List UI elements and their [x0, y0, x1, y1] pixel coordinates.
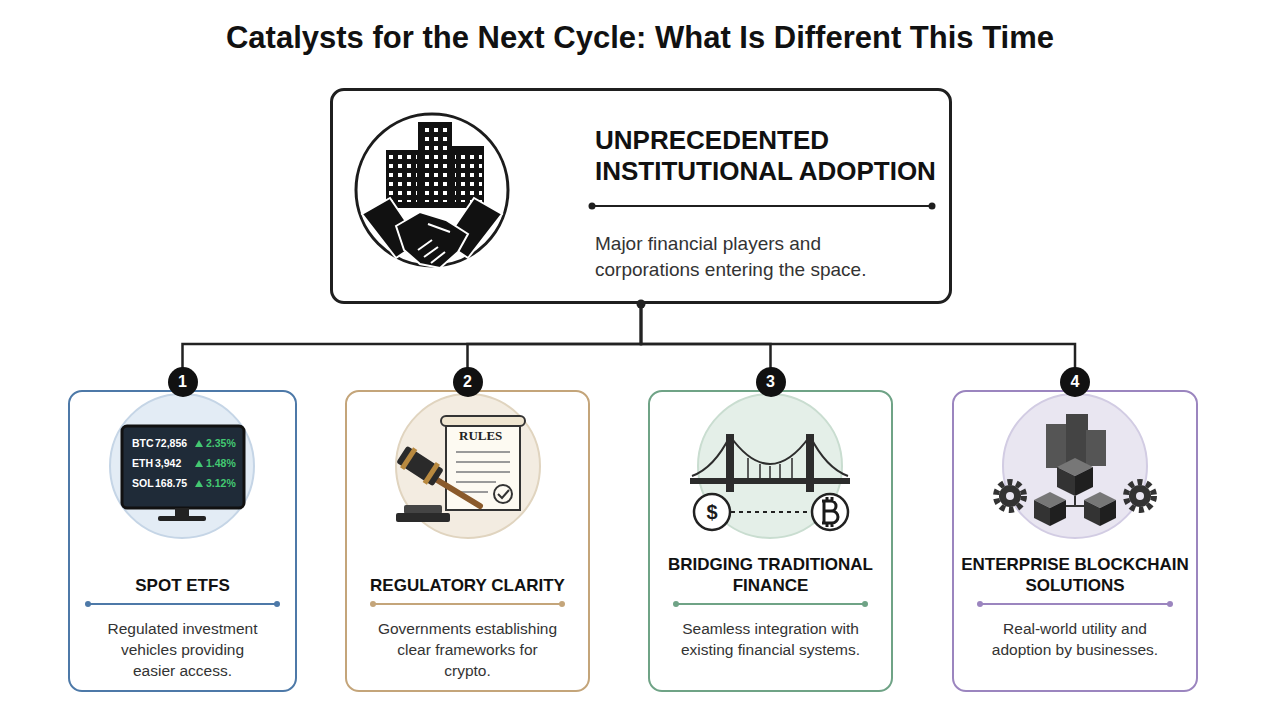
- ticker-change: 3.12%: [206, 477, 236, 489]
- cube-link: [1066, 496, 1084, 506]
- divider-dot: [589, 203, 596, 210]
- building: [418, 122, 452, 208]
- gear-hole: [1006, 492, 1014, 500]
- gavel-head-body: [396, 446, 444, 487]
- check-mark: [498, 490, 509, 498]
- card-heading: REGULATORY CLARITY: [350, 575, 586, 596]
- bitcoin-symbol: [822, 497, 838, 527]
- connector: [183, 304, 642, 390]
- cube-face: [1034, 500, 1050, 526]
- connector: [641, 304, 1075, 390]
- up-arrow: [195, 480, 203, 487]
- icon-circle: [396, 394, 540, 538]
- cube-face: [1050, 500, 1066, 526]
- monitor: [122, 426, 244, 508]
- card-description: Regulated investment vehicles providing …: [100, 618, 265, 681]
- sound-block: [396, 513, 450, 522]
- card-heading: SPOT ETFS: [65, 575, 301, 596]
- building-windows: [421, 126, 449, 202]
- icon-circle: [110, 394, 254, 538]
- building: [452, 146, 484, 208]
- gavel-band: [423, 462, 440, 485]
- divider-line: [980, 603, 1170, 605]
- dashed-link: [731, 511, 811, 513]
- ticker-price: 3,942: [155, 457, 181, 469]
- regulation-icon: [395, 394, 540, 538]
- coin: [694, 494, 730, 530]
- divider-dot: [1167, 601, 1173, 607]
- icon-circle: [1003, 394, 1147, 538]
- cube-face: [1057, 467, 1075, 496]
- callout-number: 2: [453, 367, 483, 397]
- monitor-stand: [175, 508, 189, 517]
- bridge-deck: [690, 478, 850, 484]
- building: [1066, 414, 1088, 466]
- divider-dot: [977, 601, 983, 607]
- ticker-change: 1.48%: [206, 457, 236, 469]
- check-circle: [494, 485, 512, 503]
- callout-number: 1: [168, 367, 198, 397]
- bridge-hangers: [748, 458, 792, 478]
- gavel-head: [395, 444, 445, 488]
- connector: [641, 304, 771, 390]
- handshake: [396, 212, 468, 268]
- ticker-icon: [110, 394, 254, 538]
- building-windows: [455, 150, 482, 202]
- scroll-roll: [441, 416, 525, 426]
- hub-heading: UNPRECEDENTED INSTITUTIONAL ADOPTION: [595, 125, 947, 187]
- card-description: Real-world utility and adoption by busin…: [978, 618, 1173, 660]
- gear-teeth: [1126, 482, 1154, 510]
- up-arrow: [195, 440, 203, 447]
- hub-description: Major financial players and corporations…: [595, 231, 925, 283]
- building: [1046, 424, 1068, 468]
- divider-line: [373, 603, 562, 605]
- monitor-base: [158, 516, 206, 521]
- divider-dot: [274, 601, 280, 607]
- sound-block: [404, 505, 442, 514]
- currency-symbol: $: [695, 495, 729, 529]
- cube-face: [1075, 467, 1093, 496]
- callout-number: 4: [1060, 367, 1090, 397]
- ticker-symbol: BTC: [132, 437, 154, 449]
- cube-face: [1100, 500, 1116, 526]
- callout-number: 3: [756, 367, 786, 397]
- building: [1086, 430, 1106, 466]
- gear-hole: [1136, 492, 1144, 500]
- gavel-band: [400, 447, 417, 470]
- divider-dot: [673, 601, 679, 607]
- gear: [999, 485, 1021, 507]
- card-heading: BRIDGING TRADITIONAL FINANCE: [653, 554, 889, 596]
- gear: [1129, 485, 1151, 507]
- card-description: Seamless integration with existing finan…: [671, 618, 871, 660]
- divider-dot: [85, 601, 91, 607]
- building-windows: [389, 154, 417, 202]
- document: [446, 422, 520, 510]
- divider-dot: [370, 601, 376, 607]
- diagram-title: Catalysts for the Next Cycle: What Is Di…: [0, 20, 1280, 56]
- ticker-symbol: ETH: [132, 457, 153, 469]
- cube-face: [1084, 500, 1100, 526]
- divider-dot: [929, 203, 936, 210]
- ticker-price: 168.75: [155, 477, 187, 489]
- finger-lines: [418, 224, 450, 263]
- divider-line: [676, 603, 865, 605]
- divider-line: [592, 205, 932, 207]
- divider-dot: [862, 601, 868, 607]
- ticker-symbol: SOL: [132, 477, 154, 489]
- coin: [812, 494, 848, 530]
- card-description: Governments establishing clear framework…: [375, 618, 560, 681]
- ticker-change: 2.35%: [206, 437, 236, 449]
- institution-icon: [356, 114, 508, 268]
- divider-dot: [559, 601, 565, 607]
- card-heading: ENTERPRISE BLOCKCHAIN SOLUTIONS: [957, 554, 1193, 596]
- up-arrow: [195, 460, 203, 467]
- document-title: RULES: [459, 429, 502, 443]
- connector: [468, 304, 642, 390]
- divider-line: [88, 603, 277, 605]
- ticker-price: 72,856: [155, 437, 187, 449]
